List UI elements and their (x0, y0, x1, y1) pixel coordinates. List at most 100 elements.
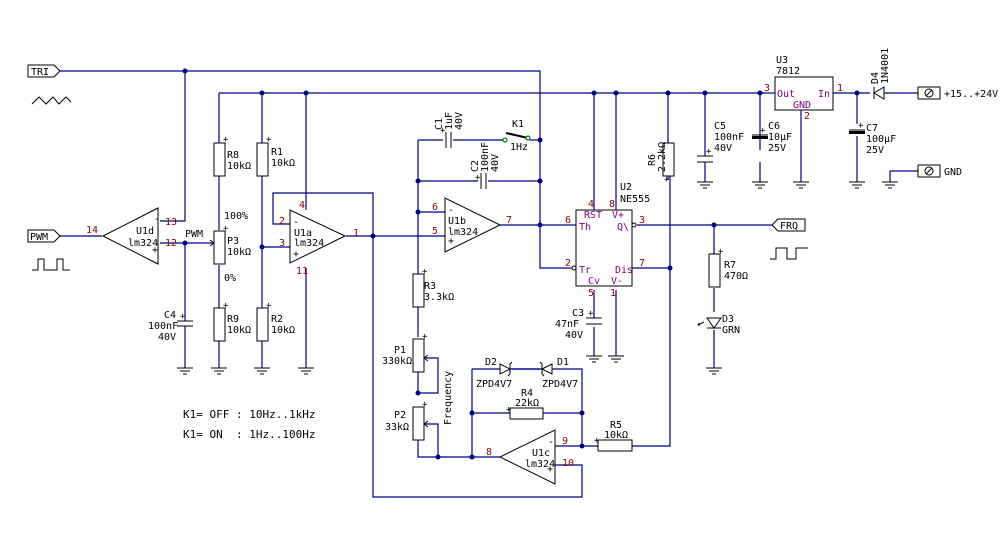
svg-text:C2: C2 (470, 160, 481, 172)
square-wave-icon (770, 247, 808, 260)
svg-text:4: 4 (299, 200, 305, 211)
capacitor-c1: + C1 1uF 40V (434, 112, 465, 148)
port-frq[interactable]: FRQ (771, 218, 806, 232)
svg-text:10kΩ: 10kΩ (227, 247, 251, 258)
svg-text:D1: D1 (557, 357, 569, 368)
svg-text:U2: U2 (620, 182, 632, 193)
ground-icon (254, 367, 270, 375)
svg-text:P3: P3 (227, 236, 239, 247)
svg-text:Q\: Q\ (617, 222, 629, 233)
ground-icon (849, 181, 865, 189)
svg-text:+: + (594, 436, 600, 446)
port-tri[interactable]: TRI (27, 64, 61, 78)
terminal-gnd[interactable]: GND (917, 164, 962, 178)
svg-text:2: 2 (279, 216, 285, 227)
svg-text:+: + (760, 126, 766, 136)
svg-text:40V: 40V (490, 154, 501, 172)
potentiometer-p3[interactable]: + P3 10kΩ 100% 0% (209, 211, 251, 284)
led-d3: D3 GRN (697, 314, 740, 336)
svg-text:2: 2 (804, 111, 810, 122)
resistor-r2: + R2 10kΩ (256, 301, 295, 342)
svg-text:U1c: U1c (532, 448, 550, 459)
opamp-u1b: - + U1b lm324 6 5 7 (432, 197, 512, 253)
svg-text:11: 11 (296, 266, 308, 277)
svg-text:+: + (664, 175, 670, 185)
svg-text:12: 12 (165, 238, 177, 249)
ground-icons (177, 181, 898, 375)
resistor-r7: + R7 470Ω (708, 247, 748, 288)
svg-text:40V: 40V (714, 143, 732, 154)
note-k1-off: K1= OFF : 10Hz..1kHz (183, 408, 315, 421)
svg-text:33kΩ: 33kΩ (385, 422, 409, 433)
svg-text:10kΩ: 10kΩ (271, 325, 295, 336)
ground-icon (298, 367, 314, 375)
potentiometer-p2[interactable]: + P2 33kΩ (385, 400, 429, 441)
svg-text:47nF: 47nF (555, 319, 579, 330)
svg-text:lm324: lm324 (525, 459, 555, 470)
svg-text:U1b: U1b (448, 216, 466, 227)
svg-text:13: 13 (165, 217, 177, 228)
svg-text:100%: 100% (224, 211, 248, 222)
svg-text:lm324: lm324 (448, 227, 478, 238)
capacitor-c2: + C2 100nF 40V (470, 142, 501, 189)
svg-text:C1: C1 (434, 118, 445, 130)
svg-text:R1: R1 (271, 147, 283, 158)
resistor-r5: + R5 10kΩ (594, 420, 633, 452)
ground-icon (211, 367, 227, 375)
svg-text:7: 7 (506, 215, 512, 226)
svg-text:D2: D2 (485, 357, 497, 368)
wires (60, 70, 918, 498)
svg-text:1Hz: 1Hz (510, 142, 528, 153)
svg-text:+: + (152, 245, 158, 256)
svg-text:1: 1 (353, 228, 359, 239)
svg-text:3: 3 (279, 238, 285, 249)
svg-text:40V: 40V (158, 332, 176, 343)
potentiometer-p1[interactable]: + P1 330kΩ (382, 332, 429, 373)
svg-text:10kΩ: 10kΩ (271, 158, 295, 169)
svg-text:+: + (547, 464, 553, 475)
svg-text:+: + (506, 405, 512, 415)
svg-text:4: 4 (588, 199, 594, 210)
svg-text:GND: GND (793, 100, 811, 111)
svg-text:+: + (180, 312, 186, 322)
svg-text:8: 8 (609, 199, 615, 210)
svg-text:-: - (293, 217, 299, 228)
svg-text:3.3kΩ: 3.3kΩ (424, 292, 454, 303)
svg-text:U3: U3 (776, 55, 788, 66)
svg-text:10: 10 (562, 458, 574, 469)
svg-text:D4: D4 (870, 72, 881, 84)
port-pwm[interactable]: PWM (27, 229, 61, 243)
svg-text:330kΩ: 330kΩ (382, 356, 412, 367)
svg-text:10µF: 10µF (768, 132, 792, 143)
zener-d1: D1 ZPD4V7 (539, 357, 578, 390)
svg-text:+: + (422, 267, 428, 277)
svg-text:+: + (223, 224, 229, 234)
svg-text:+: + (266, 135, 272, 145)
ground-icon (608, 355, 624, 363)
opamp-u1a: - + U1a lm324 2 3 1 4 11 (279, 200, 359, 277)
terminal-vin-label: +15..+24V (944, 89, 998, 100)
svg-text:R4: R4 (521, 388, 533, 399)
svg-text:lm324: lm324 (128, 238, 158, 249)
switch-k1[interactable]: K1 1Hz (502, 119, 531, 153)
port-pwm-label: PWM (30, 232, 48, 243)
terminal-vin[interactable]: +15..+24V (917, 86, 998, 100)
svg-text:25V: 25V (768, 143, 786, 154)
svg-text:Out: Out (777, 89, 795, 100)
svg-text:5: 5 (432, 226, 438, 237)
svg-text:1: 1 (610, 288, 616, 299)
svg-text:+: + (588, 309, 594, 319)
note-k1-on: K1= ON : 1Hz..100Hz (183, 428, 315, 441)
svg-text:U1d: U1d (136, 226, 154, 237)
svg-text:C5: C5 (714, 121, 726, 132)
capacitor-c6: + C6 10µF 25V (752, 121, 792, 154)
svg-text:40V: 40V (454, 112, 465, 130)
junction-dots (182, 68, 860, 460)
svg-text:100nF: 100nF (714, 132, 744, 143)
svg-text:+: + (706, 147, 712, 157)
svg-text:100µF: 100µF (866, 134, 896, 145)
svg-text:C4: C4 (164, 310, 176, 321)
svg-text:C6: C6 (768, 121, 780, 132)
